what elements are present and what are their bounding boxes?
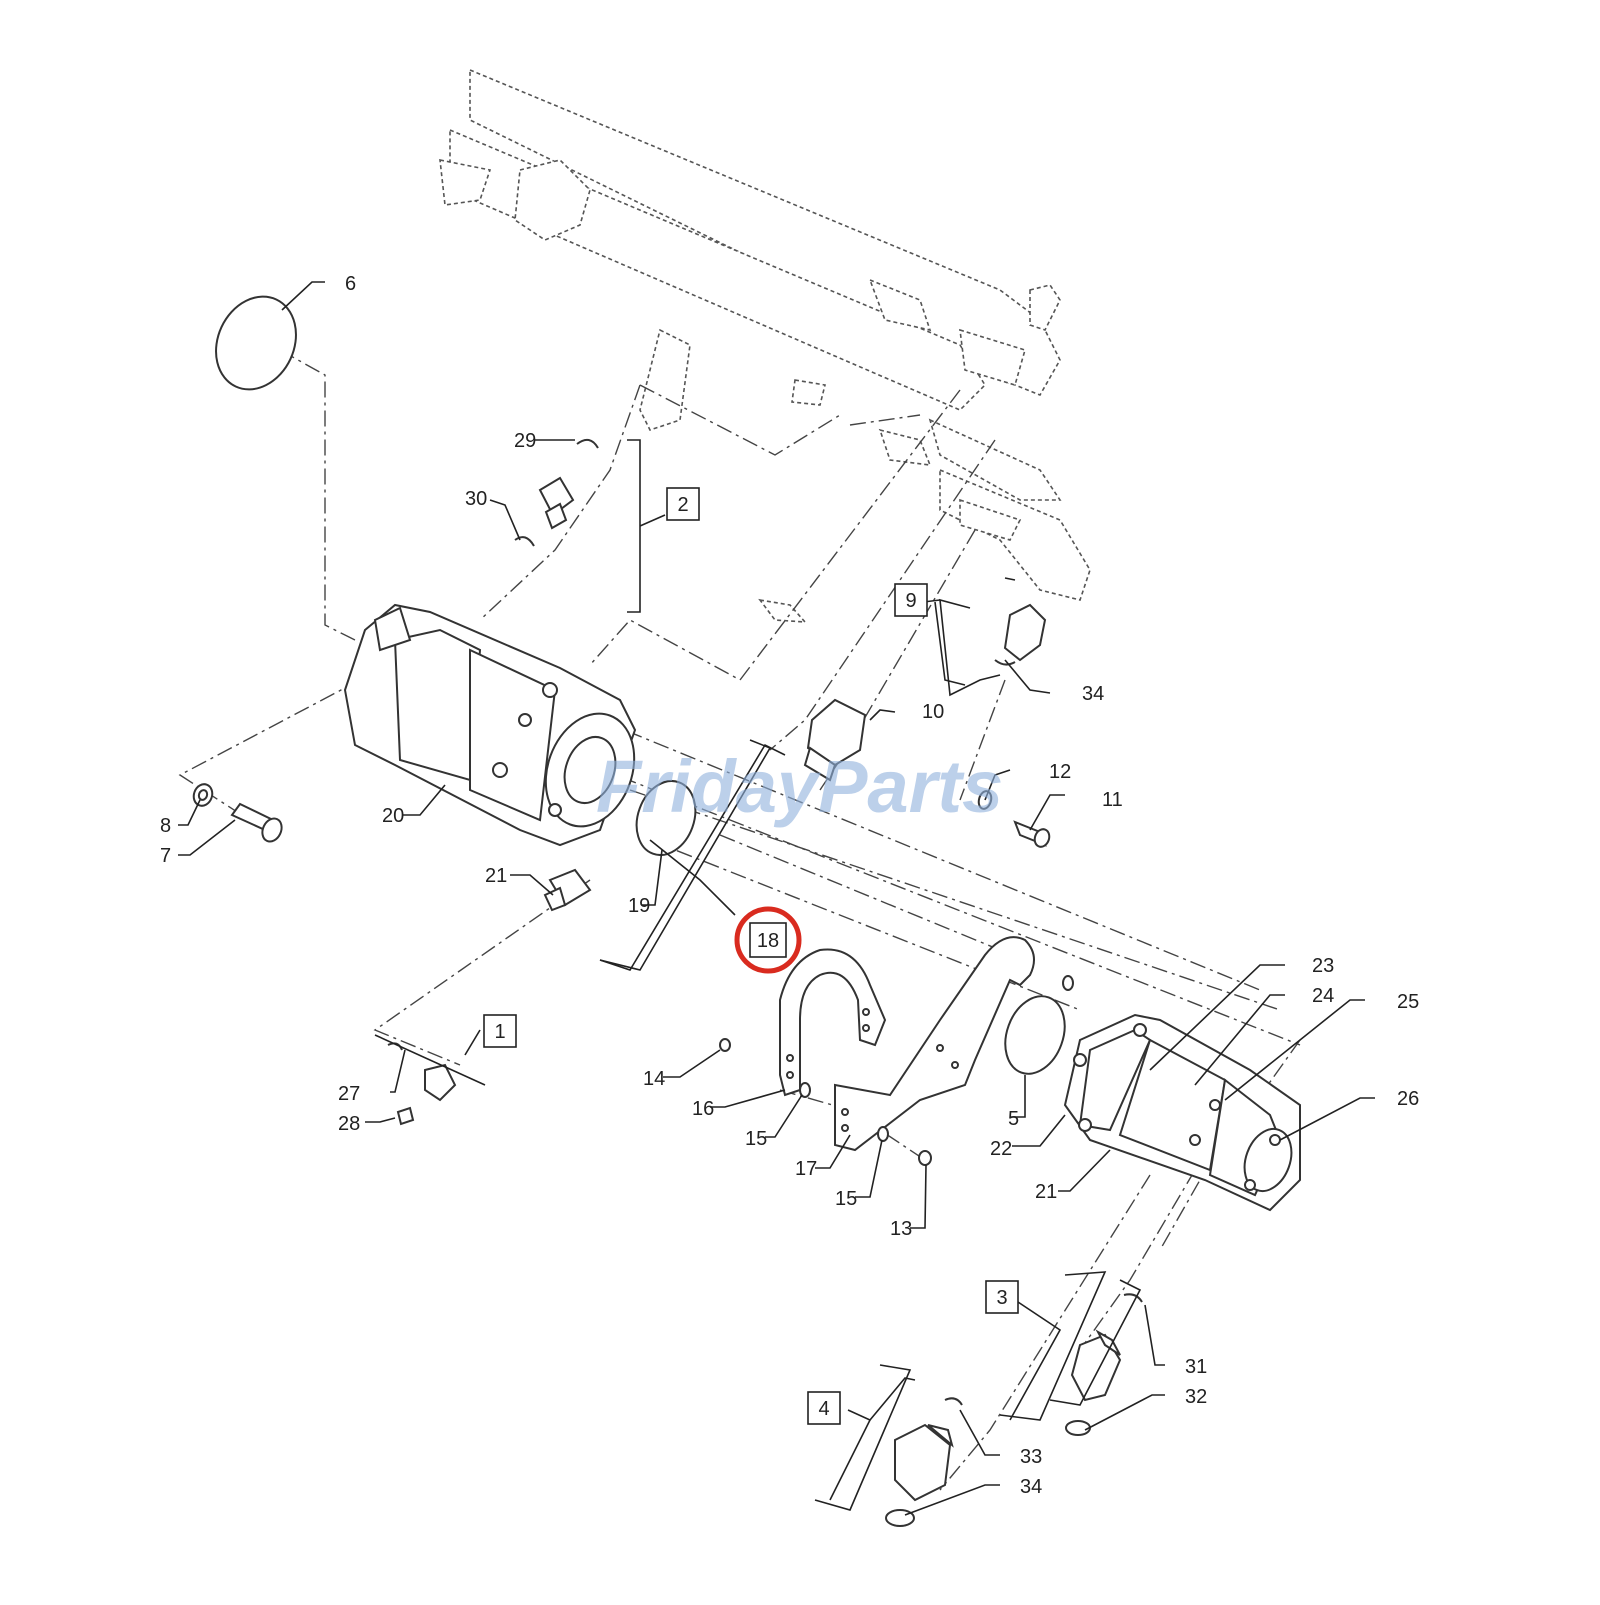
label-22: 22	[990, 1138, 1012, 1160]
label-16: 16	[692, 1098, 714, 1120]
washer-8	[192, 783, 214, 807]
label-15-a: 15	[745, 1128, 767, 1150]
label-24: 24	[1312, 985, 1334, 1007]
label-28: 28	[338, 1113, 360, 1135]
label-7: 7	[160, 845, 171, 867]
fitting-group-9	[994, 603, 1047, 666]
label-5: 5	[1008, 1108, 1019, 1130]
label-34-bottom: 34	[1020, 1476, 1042, 1498]
center-lines	[178, 349, 1301, 1491]
label-17: 17	[795, 1158, 817, 1180]
label-13: 13	[890, 1218, 912, 1240]
screw-13	[918, 1150, 932, 1166]
group-box-9: 9	[894, 583, 928, 617]
label-32: 32	[1185, 1386, 1207, 1408]
bolt-11	[1013, 820, 1051, 848]
label-25: 25	[1397, 991, 1419, 1013]
hydraulic-pump-20	[343, 603, 637, 847]
group-box-18: 18	[749, 922, 787, 958]
o-ring-6	[215, 295, 297, 391]
label-33: 33	[1020, 1446, 1042, 1468]
fitting-group-2	[514, 438, 599, 547]
label-21-right: 21	[1035, 1181, 1057, 1203]
fitting-group-1	[387, 1042, 457, 1126]
label-9: 9	[905, 590, 916, 612]
label-26: 26	[1397, 1088, 1419, 1110]
label-31: 31	[1185, 1356, 1207, 1378]
label-21-left: 21	[485, 865, 507, 887]
label-14: 14	[643, 1068, 665, 1090]
spacer-15-a	[799, 1082, 811, 1098]
label-15-b: 15	[835, 1188, 857, 1210]
label-12: 12	[1049, 761, 1071, 783]
label-18: 18	[757, 930, 779, 952]
label-34-top: 34	[1082, 683, 1104, 705]
frame-assembly	[439, 68, 1091, 623]
watermark: FridayParts	[596, 745, 1003, 828]
leader-lines	[178, 281, 1375, 1516]
label-30: 30	[465, 488, 487, 510]
group-box-3: 3	[985, 1280, 1019, 1314]
o-ring-19	[635, 780, 697, 856]
label-27: 27	[338, 1083, 360, 1105]
label-3: 3	[996, 1287, 1007, 1309]
adapter-10	[803, 698, 867, 782]
label-20: 20	[382, 805, 404, 827]
label-19: 19	[628, 895, 650, 917]
group-box-2: 2	[666, 487, 700, 521]
label-11: 11	[1102, 789, 1123, 811]
bolt-7	[230, 802, 283, 843]
label-8: 8	[160, 815, 171, 837]
fitting-group-4	[885, 1397, 963, 1527]
washer-small-right	[1062, 975, 1074, 991]
callout-labels: 6 29 30 34 10 12 11 8 7 20 21 19 23 24 2…	[160, 273, 1419, 1498]
group-box-4: 4	[807, 1391, 841, 1425]
label-29: 29	[514, 430, 536, 452]
fitting-21-left	[543, 868, 592, 912]
label-1: 1	[494, 1021, 505, 1043]
label-2: 2	[677, 494, 688, 516]
label-23: 23	[1312, 955, 1334, 977]
gear-pump-22-26	[1063, 1013, 1301, 1212]
bracket-17	[834, 936, 1035, 1152]
highlight-circle	[734, 906, 802, 974]
spacer-15-b	[877, 1126, 889, 1142]
group-box-1: 1	[483, 1014, 517, 1048]
label-6: 6	[345, 273, 356, 295]
screw-14	[719, 1038, 731, 1052]
label-10: 10	[922, 701, 944, 723]
label-4: 4	[818, 1398, 829, 1420]
group-brackets	[599, 577, 1107, 1511]
o-ring-5	[1004, 995, 1066, 1075]
fitting-group-3	[1065, 1293, 1143, 1436]
bracket-16	[779, 948, 887, 1097]
